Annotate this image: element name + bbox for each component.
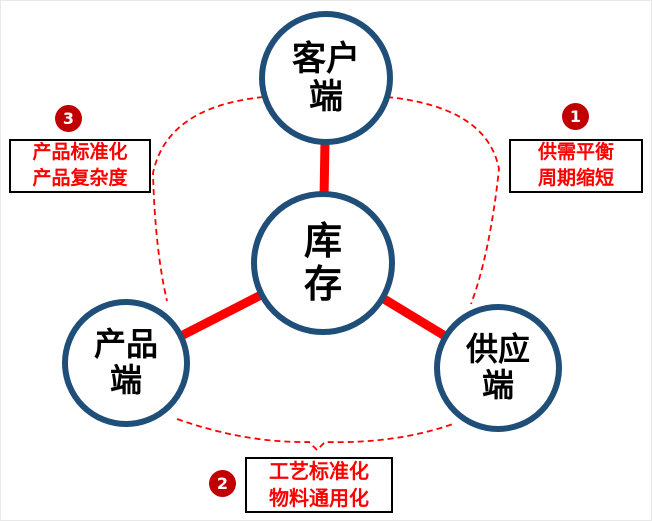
connector-center-top — [319, 140, 330, 200]
node-product-line1: 产品 — [93, 325, 158, 364]
callout-right-line2: 周期缩短 — [537, 167, 614, 189]
badge-3-number: 3 — [62, 108, 75, 128]
callout-bottom-line1: 工艺标准化 — [269, 459, 369, 483]
node-customer-line1: 客户 — [292, 38, 360, 79]
node-supply-side: 供应 端 — [434, 304, 562, 432]
node-product-line2: 端 — [109, 361, 142, 399]
node-supply-line2: 端 — [481, 366, 514, 404]
dashed-brace-bottom — [176, 418, 454, 452]
node-inventory-line1: 库 — [303, 219, 342, 264]
badge-1: 1 — [562, 103, 589, 130]
badge-2-number: 2 — [216, 473, 229, 493]
callout-left-line1: 产品标准化 — [32, 141, 128, 164]
badge-3: 3 — [55, 105, 82, 132]
connector-center-right — [381, 295, 448, 340]
callout-process-standardization: 工艺标准化 物料通用化 — [245, 457, 393, 513]
node-customer-side: 客户 端 — [259, 11, 393, 145]
badge-2: 2 — [209, 470, 236, 497]
callout-supply-demand-balance: 供需平衡 周期缩短 — [509, 139, 643, 193]
badge-1-number: 1 — [569, 106, 582, 126]
connector-center-left — [178, 290, 264, 341]
callout-right-line1: 供需平衡 — [537, 141, 614, 164]
dashed-brace-right — [386, 96, 500, 305]
dashed-brace-left — [152, 96, 264, 302]
node-inventory-hub: 库 存 — [251, 191, 395, 335]
callout-left-line2: 产品复杂度 — [32, 167, 128, 189]
node-inventory-line2: 存 — [303, 262, 342, 306]
callout-bottom-line2: 物料通用化 — [269, 486, 369, 510]
node-product-side: 产品 端 — [62, 299, 190, 427]
callout-product-standardization: 产品标准化 产品复杂度 — [9, 139, 151, 193]
node-supply-line1: 供应 — [465, 330, 530, 369]
node-customer-line2: 端 — [309, 77, 343, 117]
